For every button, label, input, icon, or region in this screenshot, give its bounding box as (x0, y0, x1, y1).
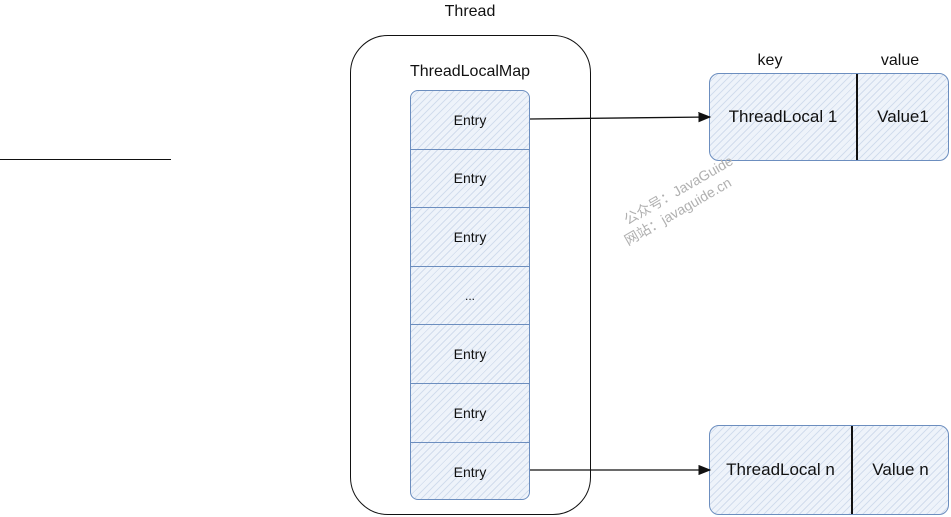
key-header: key (757, 52, 783, 69)
value-header: value (880, 52, 920, 69)
entry-cell: Entry (411, 91, 529, 150)
threadlocal-key: ThreadLocal n (726, 460, 835, 479)
entry-cell: Entry (411, 208, 529, 267)
threadlocal-value: Value1 (877, 107, 929, 126)
entry-cell: Entry (411, 384, 529, 443)
entry-cell: Entry (453, 463, 487, 480)
entry-list: Entry Entry Entry ... Entry Entry Entry (410, 90, 530, 500)
entry-cell: Entry (411, 325, 529, 384)
entry-cell: Entry (411, 150, 529, 209)
kv-divider (856, 74, 858, 160)
threadlocal-value: Value n (872, 460, 929, 479)
threadlocal-key: ThreadLocal 1 (728, 107, 838, 126)
kv-pair-last: ThreadLocal n Value n (709, 425, 949, 515)
kv-divider (851, 426, 853, 514)
map-title: ThreadLocalMap (409, 63, 531, 80)
arrow-first-entry (529, 111, 712, 123)
entry-ellipsis: ... (411, 267, 529, 326)
thread-container (350, 35, 591, 515)
kv-pair-first: ThreadLocal 1 Value1 (709, 73, 949, 161)
separator-line (0, 159, 171, 160)
thread-title: Thread (444, 3, 496, 20)
